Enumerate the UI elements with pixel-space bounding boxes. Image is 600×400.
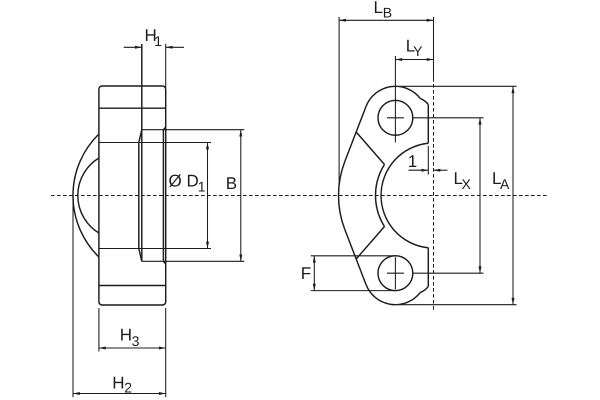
svg-text:A: A <box>500 176 510 192</box>
svg-text:X: X <box>462 176 472 192</box>
svg-text:F: F <box>301 264 311 283</box>
svg-text:B: B <box>226 174 237 193</box>
svg-text:H: H <box>145 26 157 45</box>
svg-text:L: L <box>492 169 501 188</box>
svg-text:1: 1 <box>198 178 206 194</box>
svg-text:3: 3 <box>132 333 140 349</box>
svg-text:1: 1 <box>154 33 162 49</box>
svg-text:L: L <box>374 0 383 17</box>
svg-text:L: L <box>406 36 415 55</box>
svg-text:H: H <box>120 326 132 345</box>
svg-text:2: 2 <box>124 380 132 396</box>
svg-text:Ø D: Ø D <box>169 172 199 191</box>
svg-text:1: 1 <box>408 152 417 171</box>
svg-text:H: H <box>112 373 124 392</box>
svg-text:Y: Y <box>413 43 423 59</box>
svg-text:B: B <box>383 5 392 21</box>
svg-text:L: L <box>454 169 463 188</box>
